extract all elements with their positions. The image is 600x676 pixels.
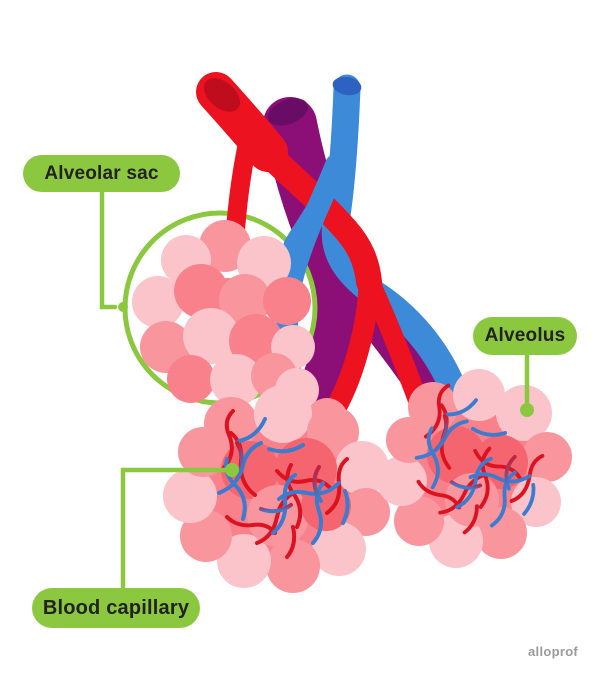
alveolus-pointer-dot: [520, 403, 534, 417]
callout-connectors: [99, 189, 534, 590]
blood-capillary-pointer-dot: [225, 463, 239, 477]
alveolus-circle: [342, 488, 390, 536]
alveolus-circle: [210, 354, 262, 406]
alveolar-sac-pointer-dot: [118, 302, 128, 312]
alveolus-circle: [132, 276, 184, 328]
bottom-center-alveoli-cluster: [163, 385, 390, 593]
vein-opening: [332, 76, 362, 96]
alveolus-circle: [394, 496, 444, 546]
alveolus-circle: [163, 469, 217, 523]
alveolar-sac-connector-line: [99, 189, 118, 310]
alveolus-circle: [178, 427, 228, 477]
alveolus-circle: [183, 308, 239, 364]
bronchiole-opening: [268, 98, 308, 126]
vein-sac-stub: [283, 187, 331, 254]
callout-label-blood-capillary: Blood capillary: [32, 588, 200, 628]
callout-label-alveolar-sac: Alveolar sac: [23, 155, 180, 192]
alveolus-circle: [377, 456, 427, 506]
alveolus-circle: [180, 510, 232, 562]
callout-label-alveolus: Alveolus: [473, 317, 577, 355]
alveolus-circle: [217, 534, 271, 588]
alveolus-circle: [522, 432, 572, 482]
alveolus-circle: [312, 522, 366, 576]
alveolus-circle: [263, 277, 311, 325]
alveolus-circle: [167, 355, 215, 403]
bottom-right-alveoli-cluster: [377, 369, 572, 568]
alveolar-sac-cluster: [132, 220, 348, 440]
alveolus-circle: [219, 274, 271, 326]
alveolus-circle: [174, 264, 228, 318]
alveolus-circle: [266, 539, 320, 593]
alveolus-circle: [335, 441, 389, 495]
watermark-text: alloprof: [528, 644, 579, 659]
artery-trunk: [249, 135, 382, 295]
artery-opening: [203, 78, 241, 112]
blood-capillary-connector-line: [120, 467, 227, 590]
alveolus-circle: [254, 385, 312, 443]
alveolus-circle: [386, 417, 432, 463]
